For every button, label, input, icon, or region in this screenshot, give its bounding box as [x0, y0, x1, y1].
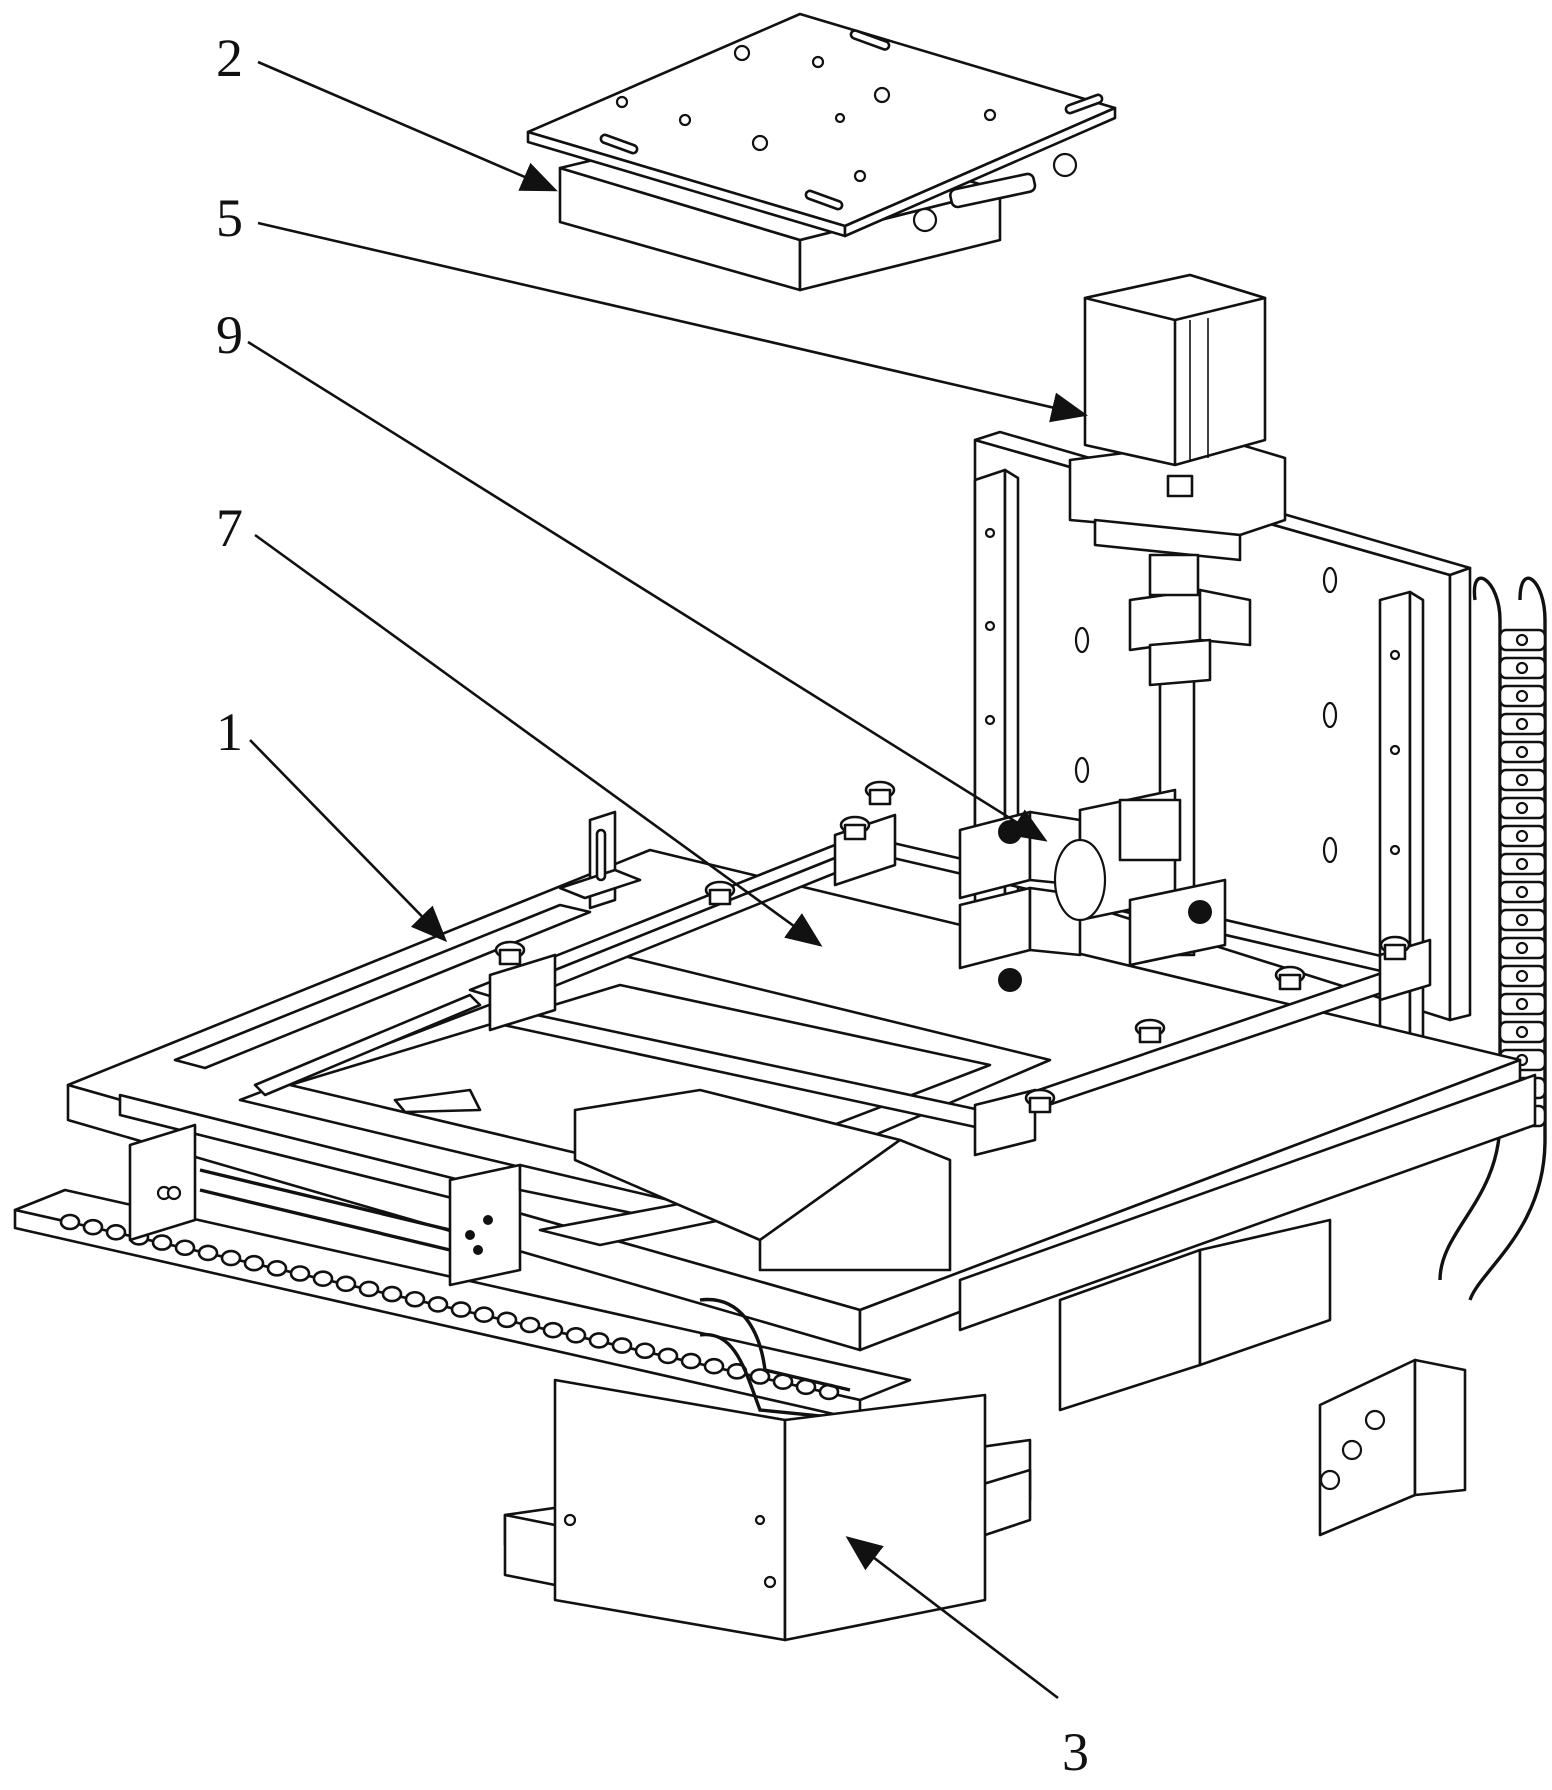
chain-link-pin	[1515, 941, 1529, 955]
rail-roller	[82, 1218, 104, 1236]
rail-roller	[404, 1290, 426, 1308]
chain-link-pin	[1515, 997, 1529, 1011]
leader-1	[249, 739, 448, 943]
rail-roller	[588, 1332, 610, 1349]
rail-roller	[289, 1265, 311, 1282]
rail-roller	[220, 1249, 242, 1267]
chain-link-pin	[1515, 857, 1529, 871]
rail-roller	[105, 1224, 127, 1241]
rail-roller	[450, 1301, 472, 1318]
ref-numeral-1: 1	[216, 702, 243, 762]
rail-roller	[634, 1342, 656, 1360]
chain-link-pin	[1515, 661, 1529, 675]
rail-roller	[266, 1260, 288, 1277]
rail-roller	[680, 1352, 702, 1370]
chain-link-pin	[1515, 717, 1529, 731]
chain-link-pin	[1515, 689, 1529, 703]
adjust-knob-stem	[843, 823, 867, 841]
chain-link-pin	[1515, 829, 1529, 843]
rail-roller	[312, 1270, 334, 1287]
adjust-knob-stem	[868, 788, 892, 806]
adjust-knob-stem	[498, 948, 522, 966]
adjust-knob-stem	[1278, 973, 1302, 991]
ref-numeral-9: 9	[216, 305, 243, 365]
rail-roller	[611, 1337, 633, 1354]
leader-9	[247, 340, 1048, 842]
rail-roller	[542, 1321, 564, 1339]
reference-numerals: 2 5 9 7 1 3	[216, 28, 1089, 1782]
leader-5	[257, 221, 1088, 423]
rail-roller	[358, 1280, 380, 1298]
chain-link-pin	[1515, 801, 1529, 815]
leader-2	[257, 60, 558, 192]
rail-roller	[381, 1285, 403, 1303]
chain-link-pin	[1515, 633, 1529, 647]
rail-roller	[243, 1254, 265, 1272]
top-plate-assembly	[526, 12, 1117, 292]
rail-roller	[197, 1244, 219, 1262]
angle-bracket	[558, 810, 642, 910]
adjust-knob-stem	[1028, 1096, 1052, 1114]
leader-7	[254, 533, 823, 947]
chain-link-pin	[1515, 773, 1529, 787]
adjust-knob-stem	[1138, 1026, 1162, 1044]
rail-roller	[335, 1275, 357, 1293]
chain-link-pin	[1515, 745, 1529, 759]
adjust-knob-stem	[1383, 943, 1407, 961]
ref-numeral-2: 2	[216, 28, 243, 88]
clamp-head-assembly	[958, 788, 1227, 992]
ref-numeral-5: 5	[216, 188, 243, 248]
adjust-knob-stem	[708, 888, 732, 906]
leader-lines	[247, 60, 1088, 1700]
leader-3	[845, 1536, 1059, 1700]
chain-link-pin	[1515, 1025, 1529, 1039]
rail-roller	[519, 1316, 541, 1334]
chain-link-pin	[1515, 913, 1529, 927]
ref-numeral-7: 7	[216, 498, 243, 558]
rail-roller	[473, 1306, 495, 1323]
rail-roller	[565, 1327, 587, 1344]
bottom-pedestal	[503, 1378, 1032, 1642]
ref-numeral-3: 3	[1062, 1722, 1089, 1782]
rail-roller	[496, 1311, 518, 1329]
rail-roller	[427, 1296, 449, 1313]
right-cable-chain	[1438, 576, 1547, 1301]
right-side-brackets	[958, 1073, 1537, 1537]
rail-roller	[657, 1347, 679, 1365]
chain-link-pin	[1515, 969, 1529, 983]
chain-link-pin	[1515, 885, 1529, 899]
rail-roller	[703, 1357, 725, 1375]
rail-roller	[59, 1213, 81, 1231]
rail-roller	[174, 1239, 196, 1257]
rail-roller	[749, 1368, 771, 1385]
rail-roller	[151, 1234, 173, 1251]
